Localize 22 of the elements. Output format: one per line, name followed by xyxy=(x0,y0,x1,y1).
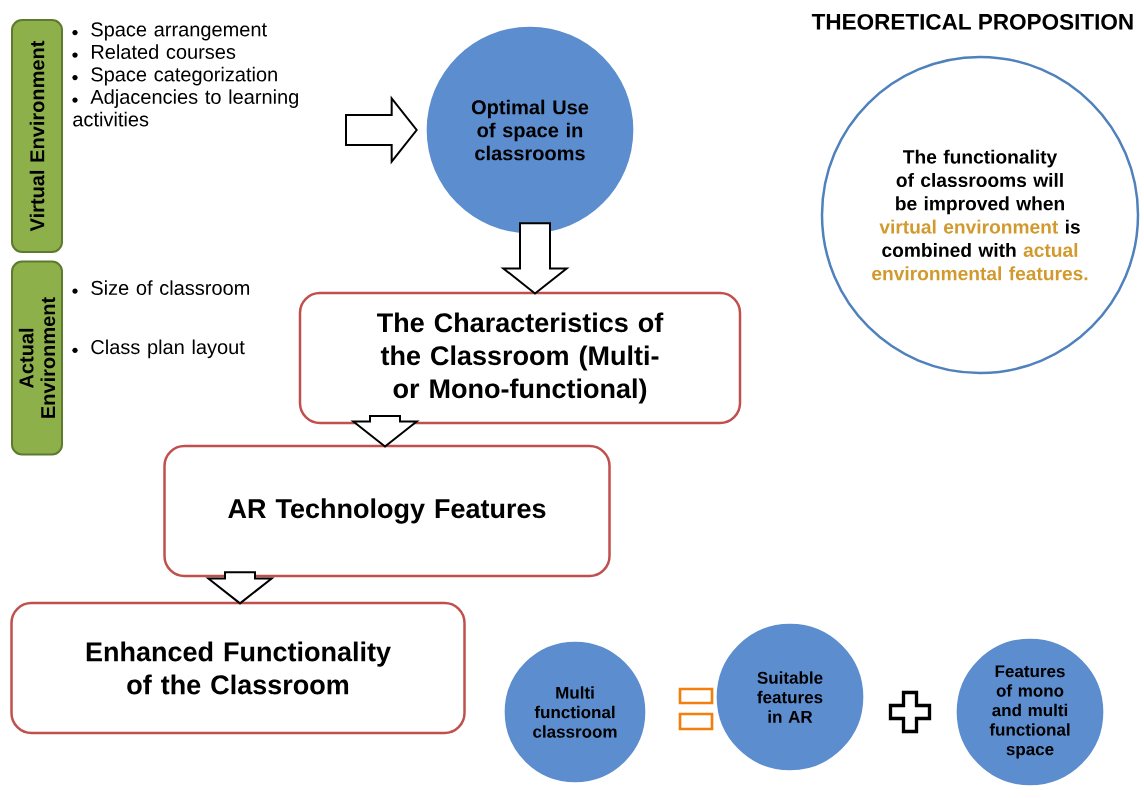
title: THEORETICAL PROPOSITION xyxy=(811,13,1133,30)
process-box: Enhanced Functionality of the Classroom xyxy=(10,601,466,735)
block-arrow xyxy=(350,414,420,448)
block-arrow xyxy=(205,571,275,605)
node-label: Adjacencies to learning activities xyxy=(73,89,298,127)
block-arrow xyxy=(345,95,418,165)
process-box: The Characteristics of the Classroom (Multi- or Mono-functional) xyxy=(298,291,742,425)
node-label: Space arrangement xyxy=(91,22,267,41)
node-label: Space categorization xyxy=(91,66,277,86)
category-band: Virtual Environment xyxy=(11,19,63,253)
node-label: Size of classroom xyxy=(91,280,250,296)
node-label: Class plan layout xyxy=(91,339,245,359)
circle-node: Multi functional classroom xyxy=(501,638,649,786)
bullet-list: Space arrangement Related courses Space categorization Adjacencies to learning activities xyxy=(72,22,298,127)
circle-node: Optimal Use of space in classrooms xyxy=(423,23,637,237)
node-label: Related courses xyxy=(91,44,236,59)
circle-node: Suitable features in AR xyxy=(713,620,867,774)
process-box: AR Technology Features xyxy=(163,444,611,578)
bullet-list: Size of classroom Class plan layout xyxy=(72,280,250,359)
block-arrow xyxy=(500,222,570,295)
circle-node: Features of mono and multi functional space xyxy=(953,635,1107,789)
category-band: Actual Environment xyxy=(11,260,63,456)
